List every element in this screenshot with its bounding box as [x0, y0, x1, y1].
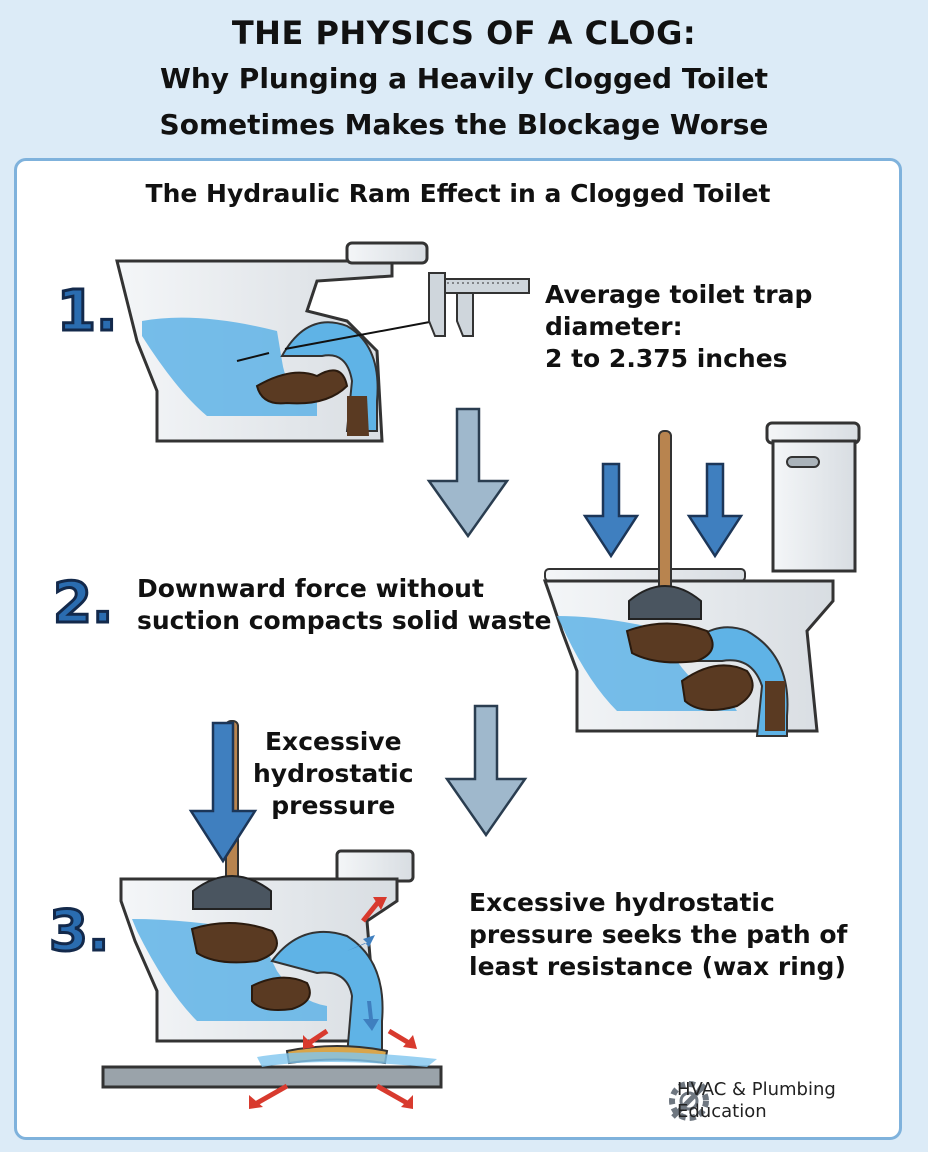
step-3-label: Excessive hydrostatic pressure seeks the… — [469, 887, 847, 983]
step-3-callout-line2: hydrostatic — [253, 759, 414, 788]
step-3-number: 3. — [47, 898, 110, 966]
step-2-label-line2: suction compacts solid waste — [137, 606, 552, 635]
flow-arrow-2 — [444, 704, 528, 838]
page-subtitle-line2: Sometimes Makes the Blockage Worse — [159, 108, 769, 141]
diagram-panel: The Hydraulic Ram Effect in a Clogged To… — [14, 158, 902, 1140]
step-1-label: Average toilet trap diameter: 2 to 2.375… — [545, 279, 812, 375]
page-subtitle-line1: Why Plunging a Heavily Clogged Toilet — [159, 62, 768, 95]
red-pressure-arrows — [249, 897, 417, 1109]
step-3-callout-line1: Excessive — [264, 727, 402, 756]
toilet-3-illustration — [101, 720, 443, 1089]
step-3-callout: Excessive hydrostatic pressure — [253, 726, 414, 822]
step-2-label-line1: Downward force without — [137, 574, 484, 603]
brand-line2: Education — [677, 1101, 767, 1122]
step-3-label-line2: pressure seeks the path of — [469, 920, 848, 949]
diagram-graphics — [101, 241, 861, 1121]
header: THE PHYSICS OF A CLOG: Why Plunging a He… — [0, 0, 928, 160]
step-3-label-line3: least resistance (wax ring) — [469, 952, 846, 981]
step-2-label: Downward force without suction compacts … — [137, 573, 551, 637]
brand-line1: HVAC & Plumbing — [677, 1079, 836, 1100]
toilet-2-illustration — [542, 421, 861, 737]
step-1-label-line2: diameter: — [545, 312, 683, 341]
step-3-callout-line3: pressure — [271, 791, 396, 820]
brand-label: HVAC & Plumbing Education — [677, 1079, 836, 1123]
flow-arrow-1 — [426, 407, 510, 539]
step-1-number: 1. — [55, 278, 118, 346]
page-title: THE PHYSICS OF A CLOG: — [231, 14, 697, 52]
gear-wrench-icon — [669, 1081, 709, 1121]
step-3-label-line1: Excessive hydrostatic — [469, 888, 775, 917]
toilet-1-illustration — [115, 241, 530, 443]
diagram-subtitle: The Hydraulic Ram Effect in a Clogged To… — [145, 179, 771, 208]
step-1-label-line1: Average toilet trap — [545, 280, 813, 309]
step-1-label-line3: 2 to 2.375 inches — [545, 344, 788, 373]
step-2-number: 2. — [51, 570, 114, 638]
push-arrows-2 — [582, 462, 744, 559]
